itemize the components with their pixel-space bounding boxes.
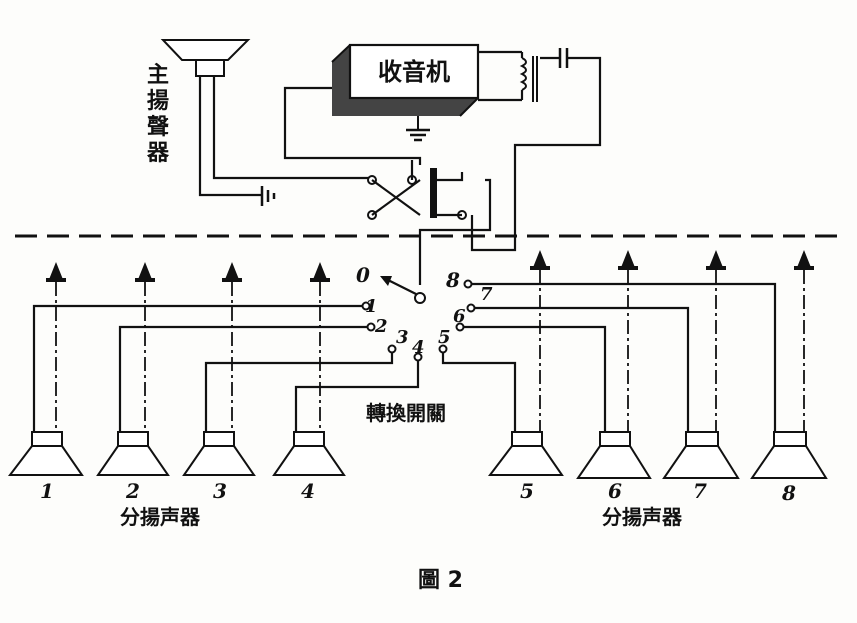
ground-icons (46, 250, 814, 282)
main-speaker-char-1: 主 (147, 63, 169, 88)
ground-icon-8 (794, 250, 814, 270)
switch-position-5: 5 (438, 327, 451, 348)
speaker-number-1: 1 (40, 479, 54, 503)
switch-position-4: 4 (412, 337, 425, 358)
branch-speakers (32, 270, 805, 432)
radio-label: 收音机 (378, 58, 450, 86)
switch-position-8: 8 (445, 268, 460, 292)
switch-label: 轉換開關 (366, 401, 446, 425)
switch-position-7: 7 (480, 284, 493, 305)
switch-position-6: 6 (453, 306, 466, 327)
speaker-4 (272, 431, 346, 476)
ground-icon-2 (135, 262, 155, 282)
ground-icon-4 (310, 262, 330, 282)
figure-caption: 圖 2 (418, 568, 463, 593)
ground-icon-1 (46, 262, 66, 282)
radio-receiver: 收音机 (331, 43, 480, 117)
rotary-switch (380, 276, 426, 304)
main-speaker-char-4: 器 (146, 141, 170, 166)
switch-position-labels: 0 1 2 3 4 5 6 7 8 (356, 263, 493, 358)
speaker-number-3: 3 (213, 479, 227, 503)
switch-position-0: 0 (356, 263, 370, 287)
output-transformer-icon (478, 50, 560, 102)
speaker-3 (182, 431, 256, 476)
main-speaker-ground-icon (260, 186, 276, 206)
speaker-number-6: 6 (608, 479, 622, 503)
main-speaker (160, 39, 372, 197)
ground-icon-6 (618, 250, 638, 270)
speaker-number-2: 2 (125, 479, 140, 503)
switch-position-3: 3 (396, 327, 409, 348)
radio-output-wire (283, 86, 422, 165)
speaker-1 (7, 431, 84, 476)
branch-speakers-label-right: 分揚声器 (602, 505, 683, 529)
switch-position-2: 2 (374, 316, 388, 337)
ground-icon-5 (530, 250, 550, 270)
speaker-2 (96, 431, 170, 476)
main-speaker-label: 主 揚 聲 器 (146, 63, 177, 166)
speaker-number-5: 5 (520, 479, 534, 503)
speaker-number-7: 7 (693, 479, 707, 503)
main-speaker-char-2: 揚 (147, 88, 169, 114)
switch-contacts (361, 279, 476, 362)
speaker-5 (487, 431, 564, 476)
main-speaker-char-3: 聲 (147, 115, 169, 140)
speaker-number-4: 4 (301, 479, 315, 503)
ground-icon-7 (706, 250, 726, 270)
radio-ground-icon (406, 116, 430, 142)
speaker-7 (662, 431, 740, 479)
speaker-6 (576, 431, 652, 479)
speaker-8 (750, 431, 828, 479)
speaker-bodies (7, 431, 828, 479)
ground-icon-3 (222, 262, 242, 282)
branch-speakers-label-left: 分揚声器 (120, 505, 201, 529)
dpdt-switch (367, 160, 492, 285)
switch-position-1: 1 (365, 296, 378, 317)
speaker-number-8: 8 (781, 481, 796, 505)
speaker-number-labels: 1 2 3 4 5 6 7 8 (40, 479, 796, 505)
capacitor-icon (470, 48, 602, 252)
